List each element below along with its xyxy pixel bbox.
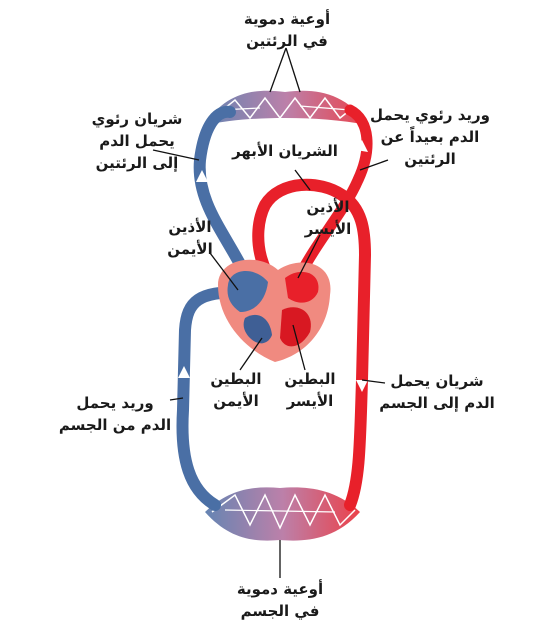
label-systemic-vein: وريد يحمل الدم من الجسم [58,394,172,434]
label-right-ventricle: البطين الأيمن [210,370,262,410]
label-pulmonary-vein: وريد رئوي يحمل الدم بعيداً عن الرئتين [369,106,490,168]
right-atrium-chamber [227,271,268,312]
pointer-lines [152,47,389,578]
right-ventricle-chamber [243,314,272,344]
left-ventricle-chamber [280,307,311,347]
label-left-ventricle: البطين الأيسر [284,370,336,410]
systemic-vein-vessel [176,286,246,511]
pulmonary-vein-vessel [294,104,373,281]
label-systemic-artery: شريان يحمل الدم إلى الجسم [379,372,495,412]
flow-arrows [178,140,368,392]
label-left-atrium: الأذين الأيسر [304,198,352,238]
label-body-capillaries: أوعية دموية في الجسم [236,580,324,620]
aorta-vessel [252,178,372,511]
left-atrium-chamber [285,271,319,303]
label-right-atrium: الأذين الأيمن [167,218,213,258]
heart [218,259,331,362]
label-lung-capillaries: أوعية دموية في الرئتين [243,10,331,50]
label-pulmonary-artery: شريان رئوي يحمل الدم إلى الرئتين [91,110,183,172]
lung-capillary-bed [205,90,368,125]
label-aorta: الشريان الأبهر [232,142,338,160]
body-capillary-bed [205,487,360,541]
